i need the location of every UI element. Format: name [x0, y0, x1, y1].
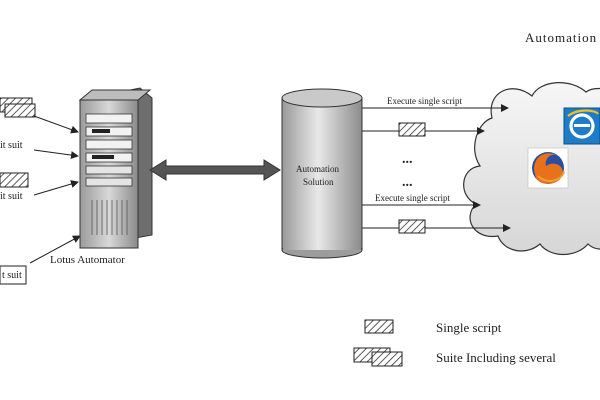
execute-label-top: Execute single script	[387, 96, 462, 106]
ellipsis-1: ...	[402, 152, 413, 167]
ie-browser-icon	[563, 107, 600, 145]
left-suite-3: t suit	[0, 265, 27, 285]
script-icon	[364, 319, 394, 334]
script-icon	[398, 122, 426, 137]
left-label-1: it suit	[0, 140, 23, 151]
suite-icon	[0, 172, 29, 188]
suite-arrow	[33, 149, 79, 160]
legend: Single script Suite Including several	[353, 319, 556, 367]
left-suite-2	[0, 172, 29, 188]
solution-line1: Automation	[296, 164, 339, 174]
suite-arrow	[29, 235, 81, 264]
server-label: Lotus Automator	[50, 254, 125, 266]
firefox-browser-icon	[527, 147, 569, 189]
left-label-2: it suit	[0, 191, 23, 202]
execute-label-bottom: Execute single script	[375, 193, 450, 203]
left-label-3: t suit	[2, 270, 22, 281]
legend-suite: Suite Including several	[436, 350, 556, 365]
suite-icon	[0, 265, 27, 285]
ellipsis-2: ...	[402, 175, 413, 190]
suite-icon	[4, 103, 36, 118]
suite-arrow	[33, 115, 79, 134]
suite-icon	[371, 351, 403, 367]
solution-line2: Solution	[303, 177, 334, 187]
database-icon	[281, 88, 363, 259]
left-suite-1	[0, 97, 36, 118]
script-icon	[398, 219, 426, 234]
suite-arrow	[33, 180, 79, 196]
header-title: Automation	[525, 30, 597, 45]
server-icon	[78, 87, 153, 249]
double-arrow-icon	[149, 159, 281, 181]
legend-single: Single script	[436, 320, 502, 335]
